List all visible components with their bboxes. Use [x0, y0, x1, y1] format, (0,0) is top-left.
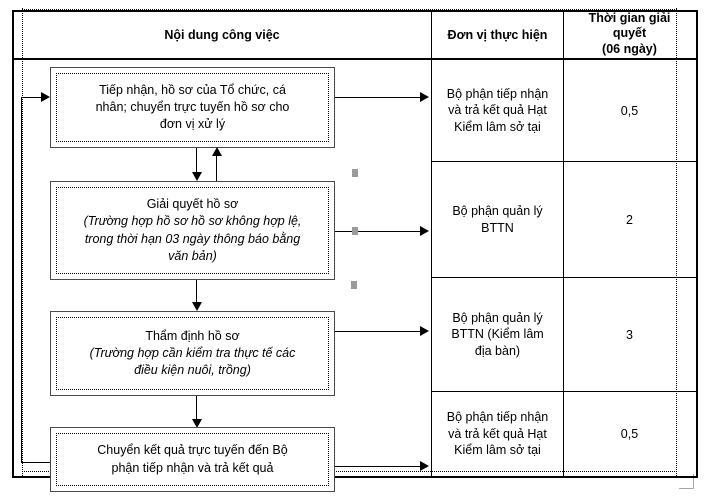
unit-line-1: Bộ phận tiếp nhận: [446, 86, 549, 101]
connector-resolve-to-appraise: [196, 280, 197, 304]
arrowhead-receive-to-unit: [420, 92, 429, 102]
flow-box-resolve-line3: trong thời hạn 03 ngày thông báo bằng: [84, 231, 301, 246]
unit-line-3: địa bàn): [474, 343, 521, 358]
connector-resolve-to-receive: [216, 154, 217, 181]
unit-line-2: BTTN (Kiểm lâm: [451, 327, 544, 342]
flow-box-resolve[interactable]: Giải quyết hồ sơ (Trường hợp hồ sơ hồ sơ…: [50, 181, 335, 280]
table-column-divider-2: [563, 10, 564, 476]
duration-value: 0,5: [620, 103, 639, 118]
unit-line-2: và trả kết quả Hạt: [448, 103, 547, 118]
table-header-unit: Đơn vị thực hiện: [447, 27, 548, 42]
page-margin-mark-top-left: [0, 0, 14, 7]
arrowhead-appraise-to-unit: [420, 326, 429, 336]
flow-box-appraise-line1: Thẩm định hồ sơ: [145, 328, 240, 343]
duration-value: 2: [626, 212, 633, 227]
flow-box-receive-line2: nhân; chuyển trực tuyến hồ sơ cho: [95, 99, 290, 114]
connector-receive-to-unit: [335, 97, 423, 98]
connector-receive-to-resolve: [196, 148, 197, 174]
duration-value: 3: [626, 327, 633, 342]
flow-box-resolve-line2: (Trường hợp hồ sơ hồ sơ không hợp lệ,: [83, 214, 302, 229]
connector-into-receive-box: [21, 97, 47, 98]
text-boundary-guide-right: [676, 8, 677, 478]
flow-box-receive-line3: đơn vị xử lý: [159, 117, 226, 132]
connector-deliver-to-unit: [335, 466, 423, 467]
arrowhead-deliver-to-unit: [420, 461, 429, 471]
unit-line-3: Kiểm lâm sở tại: [454, 119, 541, 134]
table-row: Bộ phận quản lý BTTN (Kiểm lâm địa bàn): [433, 278, 562, 391]
feedback-loop-vertical-line: [21, 97, 22, 463]
table-border-bottom: [12, 476, 697, 478]
arrowhead-receive-to-resolve: [192, 172, 202, 181]
table-row-divider-1: [431, 161, 697, 162]
table-row-divider-2: [431, 277, 697, 278]
selection-handle-top[interactable]: [352, 169, 358, 177]
table-row: Bộ phận tiếp nhận và trả kết quả Hạt Kiể…: [433, 392, 562, 476]
table-header-duration-line1: Thời gian giải: [588, 10, 671, 25]
arrowhead-resolve-to-receive: [212, 147, 222, 156]
flow-box-receive-text: Tiếp nhận, hồ sơ của Tổ chức, cá nhân; c…: [56, 73, 329, 142]
table-row-divider-3: [431, 391, 697, 392]
selection-handle-middle[interactable]: [352, 227, 358, 235]
unit-line-1: Bộ phận quản lý: [452, 204, 543, 218]
selection-handle-bottom[interactable]: [351, 281, 357, 289]
flow-box-deliver-line1: Chuyển kết quả trực tuyến đến Bộ: [97, 443, 288, 458]
connector-appraise-to-unit: [335, 331, 423, 332]
table-header-duration-line3: (06 ngày): [602, 41, 657, 56]
table-border-top: [12, 10, 697, 12]
table-header-divider: [12, 58, 697, 60]
table-border-right: [696, 10, 698, 478]
flow-box-receive-line1: Tiếp nhận, hồ sơ của Tổ chức, cá: [99, 82, 286, 97]
feedback-loop-bottom-line: [21, 462, 56, 463]
page-margin-mark-bottom-right: [679, 474, 694, 489]
table-column-divider-1: [431, 10, 432, 476]
table-row: Bộ phận quản lý BTTN: [433, 162, 562, 277]
flow-box-deliver[interactable]: Chuyển kết quả trực tuyến đến Bộ phận ti…: [50, 427, 335, 492]
arrowhead-into-receive-box: [41, 92, 50, 102]
arrowhead-appraise-to-deliver: [192, 419, 202, 428]
unit-line-1: Bộ phận quản lý: [452, 310, 543, 325]
unit-line-2: BTTN: [481, 220, 514, 235]
flow-box-resolve-text: Giải quyết hồ sơ (Trường hợp hồ sơ hồ sơ…: [56, 187, 329, 274]
table-row: Bộ phận tiếp nhận và trả kết quả Hạt Kiể…: [433, 60, 562, 161]
table-border-left: [12, 10, 14, 478]
table-header-duration-line2: quyết: [612, 26, 647, 41]
text-boundary-guide-left: [22, 8, 23, 478]
unit-line-3: Kiểm lâm sở tại: [454, 443, 541, 458]
text-boundary-guide-top: [22, 9, 677, 10]
flow-box-appraise-line3: điều kiện nuôi, trồng): [134, 363, 251, 378]
arrowhead-resolve-to-appraise: [192, 302, 202, 311]
connector-appraise-to-deliver: [196, 396, 197, 421]
flow-box-deliver-text: Chuyển kết quả trực tuyến đến Bộ phận ti…: [56, 433, 329, 486]
table-header-duration: Thời gian giải quyết (06 ngày): [565, 11, 694, 57]
flow-box-deliver-line2: phận tiếp nhận và trả kết quả: [111, 460, 274, 475]
flow-box-appraise[interactable]: Thẩm định hồ sơ (Trường hợp cần kiểm tra…: [50, 311, 335, 396]
process-table: Nội dung công việc Đơn vị thực hiện Thời…: [12, 8, 698, 478]
unit-line-1: Bộ phận tiếp nhận: [446, 410, 549, 425]
connector-resolve-to-unit: [335, 231, 423, 232]
flow-box-resolve-line4: văn bản): [168, 248, 217, 263]
table-header-content: Nội dung công việc: [164, 27, 280, 42]
unit-line-2: và trả kết quả Hạt: [448, 426, 547, 441]
duration-value: 0,5: [620, 427, 639, 441]
flow-box-appraise-text: Thẩm định hồ sơ (Trường hợp cần kiểm tra…: [56, 317, 329, 390]
flow-box-appraise-line2: (Trường hợp cần kiểm tra thực tế các: [89, 345, 296, 360]
flow-box-resolve-line1: Giải quyết hồ sơ: [146, 197, 239, 211]
text-boundary-guide-bottom: [22, 471, 677, 472]
arrowhead-resolve-to-unit: [420, 226, 429, 236]
flow-box-receive[interactable]: Tiếp nhận, hồ sơ của Tổ chức, cá nhân; c…: [50, 67, 335, 148]
